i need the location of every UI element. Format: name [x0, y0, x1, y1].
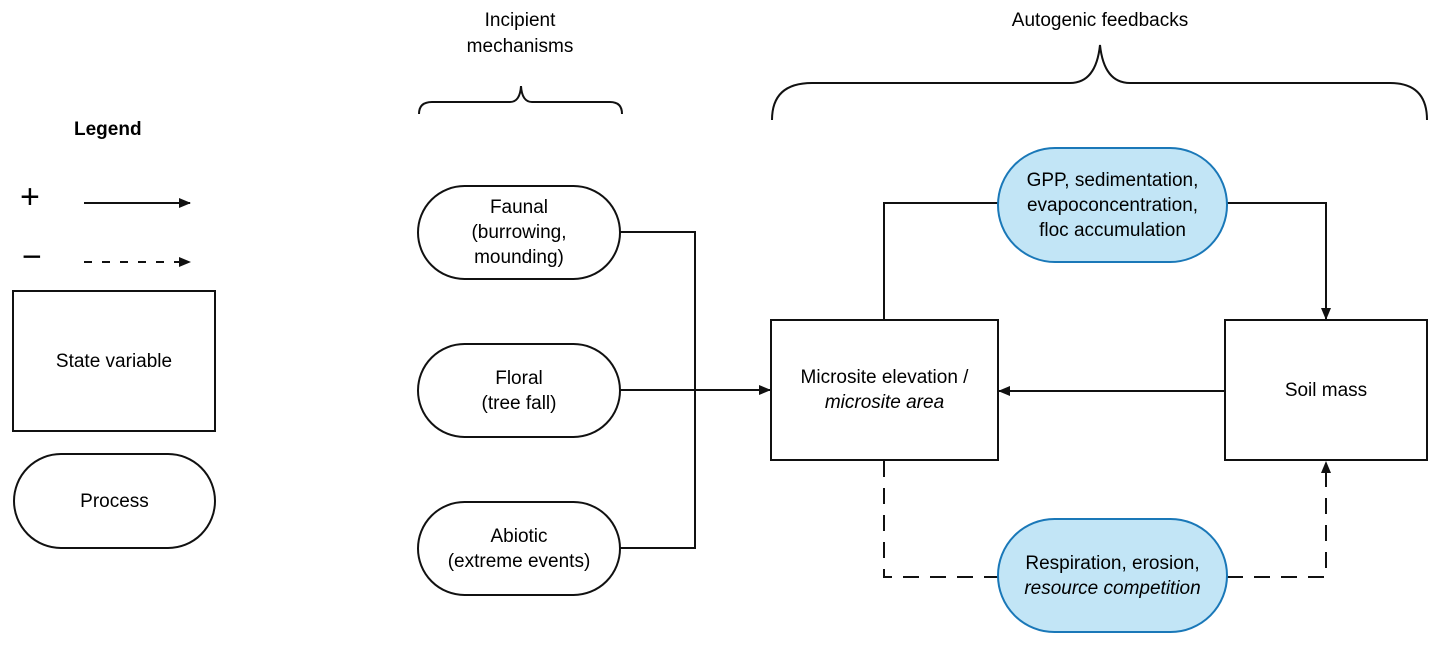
- positive-feedback-process: GPP, sedimentation, evapoconcentration, …: [997, 147, 1228, 263]
- gpp-to-soil-arrow: [1227, 202, 1331, 320]
- faunal-line2: (burrowing,: [471, 222, 567, 243]
- positive-feedback-line2: evapoconcentration,: [1026, 194, 1199, 216]
- faunal-process: Faunal (burrowing, mounding): [417, 185, 621, 280]
- soil-mass-label: Soil mass: [1284, 379, 1368, 401]
- autogenic-feedbacks-label: Autogenic feedbacks: [1011, 10, 1189, 31]
- legend-process: Process: [13, 453, 216, 549]
- autogenic-brace: [771, 44, 1428, 121]
- negative-feedback-line2: resource competition: [1024, 577, 1201, 599]
- floral-line1: Floral: [495, 367, 543, 389]
- abiotic-process: Abiotic (extreme events): [417, 501, 621, 596]
- incipient-mechanisms-label: Incipient mechanisms: [420, 8, 620, 60]
- legend-title: Legend: [74, 119, 142, 140]
- negative-symbol: −: [22, 238, 42, 276]
- incipient-label-line1: Incipient: [484, 10, 556, 31]
- floral-line2: (tree fall): [481, 392, 557, 414]
- legend-state-variable: State variable: [12, 290, 216, 432]
- microsite-line1: Microsite elevation /: [800, 367, 969, 388]
- positive-feedback-line3: floc accumulation: [1039, 219, 1186, 241]
- soil-mass-state: Soil mass: [1224, 319, 1428, 461]
- positive-feedback-line1: GPP, sedimentation,: [1026, 169, 1199, 191]
- microsite-line2: microsite area: [824, 392, 945, 413]
- abiotic-line2: (extreme events): [447, 550, 591, 572]
- faunal-line1: Faunal: [489, 197, 549, 218]
- legend-process-label: Process: [80, 490, 149, 512]
- faunal-line3: mounding): [474, 247, 564, 268]
- legend-state-variable-label: State variable: [55, 350, 173, 372]
- incipient-brace: [418, 85, 623, 115]
- floral-process: Floral (tree fall): [417, 343, 621, 438]
- abiotic-line1: Abiotic: [490, 525, 548, 547]
- respiration-to-soil-arrow: [1227, 461, 1331, 578]
- microsite-to-respiration-connector: [883, 461, 1000, 578]
- incipient-label-line2: mechanisms: [466, 36, 574, 57]
- negative-feedback-line1: Respiration, erosion,: [1025, 552, 1200, 574]
- microsite-to-gpp-connector: [883, 202, 1000, 320]
- microsite-elevation-state: Microsite elevation / microsite area: [770, 319, 999, 461]
- negative-feedback-process: Respiration, erosion, resource competiti…: [997, 518, 1228, 633]
- positive-symbol: +: [20, 178, 40, 216]
